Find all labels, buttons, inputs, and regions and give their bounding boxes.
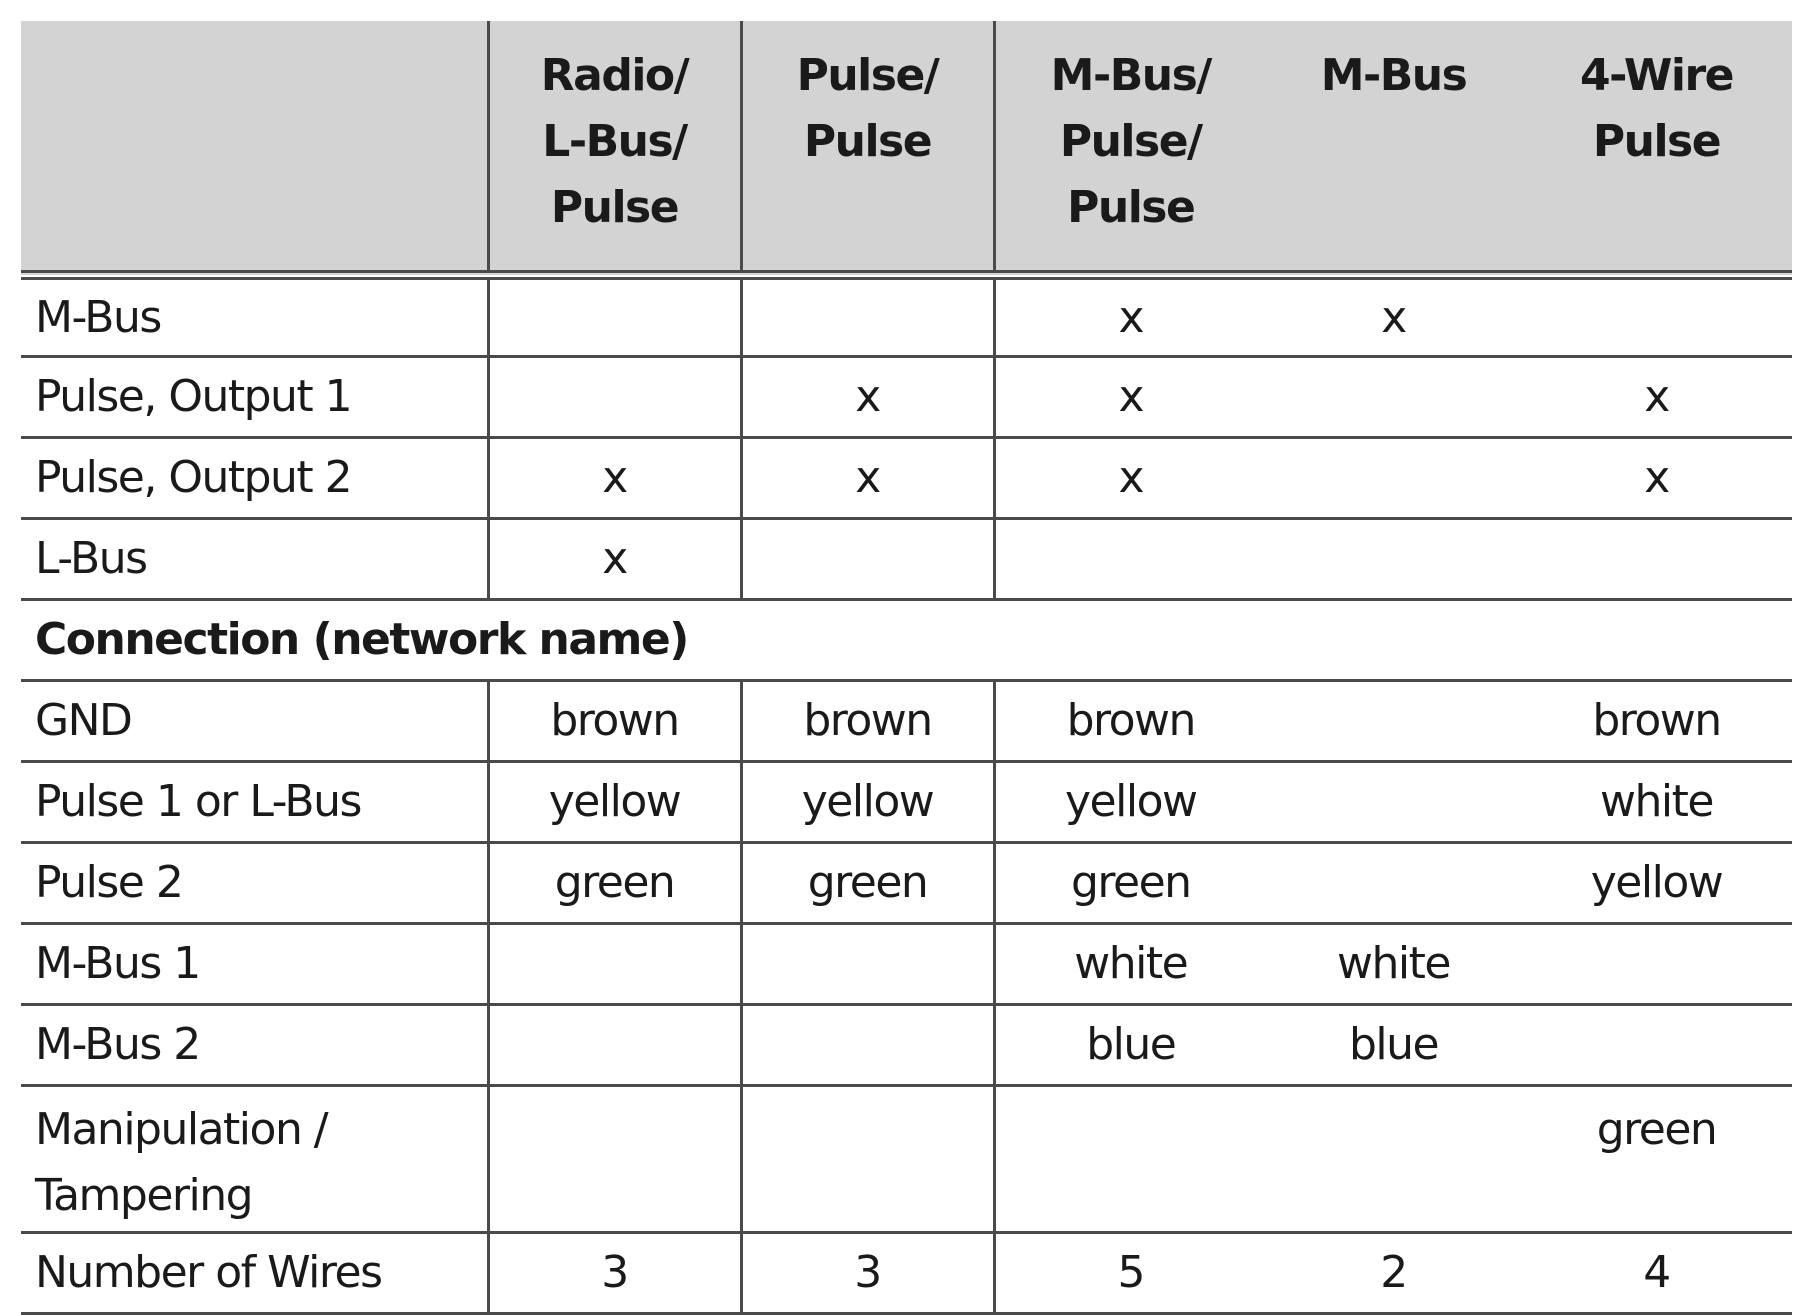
row-label: Pulse, Output 1 xyxy=(35,371,353,422)
table-cell: x xyxy=(1644,371,1670,422)
table-cell: 3 xyxy=(739,1232,994,1313)
table-cell: green xyxy=(1596,1103,1718,1155)
table-cell xyxy=(486,923,741,1004)
table-cell: x xyxy=(739,437,994,518)
table-cell: brown xyxy=(992,680,1266,761)
table-cell: x xyxy=(1381,291,1407,343)
table-cell xyxy=(1521,923,1792,1004)
table-cell xyxy=(1266,518,1521,599)
table-cell: 3 xyxy=(486,1232,741,1313)
table-cell: x xyxy=(486,518,741,599)
table-cell xyxy=(1521,1004,1792,1085)
table-cell: yellow xyxy=(739,761,994,842)
table-cell xyxy=(992,1085,1266,1232)
table-cell xyxy=(1266,1085,1521,1232)
column-header: M-Bus xyxy=(1266,21,1521,275)
column-header: Pulse/ Pulse xyxy=(739,21,994,275)
table-cell: green xyxy=(486,842,741,923)
row-label: Pulse, Output 2 xyxy=(35,452,353,503)
table-cell: 5 xyxy=(992,1232,1266,1313)
row-label: Pulse 1 or L-Bus xyxy=(35,776,362,827)
table-cell xyxy=(486,275,741,356)
table-cell xyxy=(739,518,994,599)
column-header: Radio/ L-Bus/ Pulse xyxy=(486,21,741,275)
table-row: M-Bus 1 white white xyxy=(21,923,1792,1004)
column-header: 4-Wire Pulse xyxy=(1521,21,1792,275)
table-cell xyxy=(739,923,994,1004)
table-cell: x xyxy=(992,356,1266,437)
row-label: GND xyxy=(35,695,133,746)
table-cell xyxy=(1266,680,1521,761)
table-cell: green xyxy=(992,842,1266,923)
table-cell xyxy=(1266,842,1521,923)
column-header: M-Bus/ Pulse/ Pulse xyxy=(992,21,1266,275)
row-label: M-Bus xyxy=(35,291,162,343)
table-cell: blue xyxy=(992,1004,1266,1085)
table-cell xyxy=(739,275,994,356)
table-cell xyxy=(1521,518,1792,599)
table-cell xyxy=(739,1085,994,1232)
table-row: M-Bus 2 blue blue xyxy=(21,1004,1792,1085)
table-cell xyxy=(486,356,741,437)
table-cell: yellow xyxy=(486,761,741,842)
table-cell xyxy=(739,1004,994,1085)
table-cell: 2 xyxy=(1380,1247,1408,1298)
table-row: M-Bus x x xyxy=(21,275,1792,356)
table-cell xyxy=(486,1004,741,1085)
header-corner xyxy=(21,21,488,275)
row-label: Number of Wires xyxy=(35,1247,383,1298)
table-cell xyxy=(1521,275,1792,356)
section-row: Connection (network name) xyxy=(21,599,1792,680)
table-row: Manipulation / Tampering green xyxy=(21,1085,1792,1232)
table-cell: x xyxy=(739,356,994,437)
row-label: Pulse 2 xyxy=(35,857,184,908)
table-cell: x xyxy=(992,437,1266,518)
table-cell: white xyxy=(992,923,1266,1004)
table-cell xyxy=(1266,356,1521,437)
table-cell: x xyxy=(486,437,741,518)
section-title: Connection (network name) xyxy=(35,614,689,665)
table-cell xyxy=(992,518,1266,599)
table-cell: green xyxy=(739,842,994,923)
table-cell: brown xyxy=(739,680,994,761)
table-cell: white xyxy=(1337,938,1451,989)
table-cell xyxy=(486,1085,741,1232)
table-cell: white xyxy=(1600,776,1714,827)
row-label: Manipulation / Tampering xyxy=(35,1103,329,1221)
table-cell: 4 xyxy=(1643,1247,1671,1298)
row-label: M-Bus 1 xyxy=(35,938,201,989)
row-label: M-Bus 2 xyxy=(35,1019,201,1070)
table-cell: brown xyxy=(486,680,741,761)
table-cell: x xyxy=(1644,452,1670,503)
table-cell: brown xyxy=(1592,695,1722,746)
table-cell xyxy=(1266,761,1521,842)
table-cell: yellow xyxy=(992,761,1266,842)
table-cell: blue xyxy=(1348,1019,1440,1070)
table-cell: yellow xyxy=(1590,857,1724,908)
table-cell xyxy=(1266,437,1521,518)
row-label: L-Bus xyxy=(35,533,148,584)
table-row: L-Bus x xyxy=(21,518,1792,599)
table-cell: x xyxy=(992,275,1266,356)
